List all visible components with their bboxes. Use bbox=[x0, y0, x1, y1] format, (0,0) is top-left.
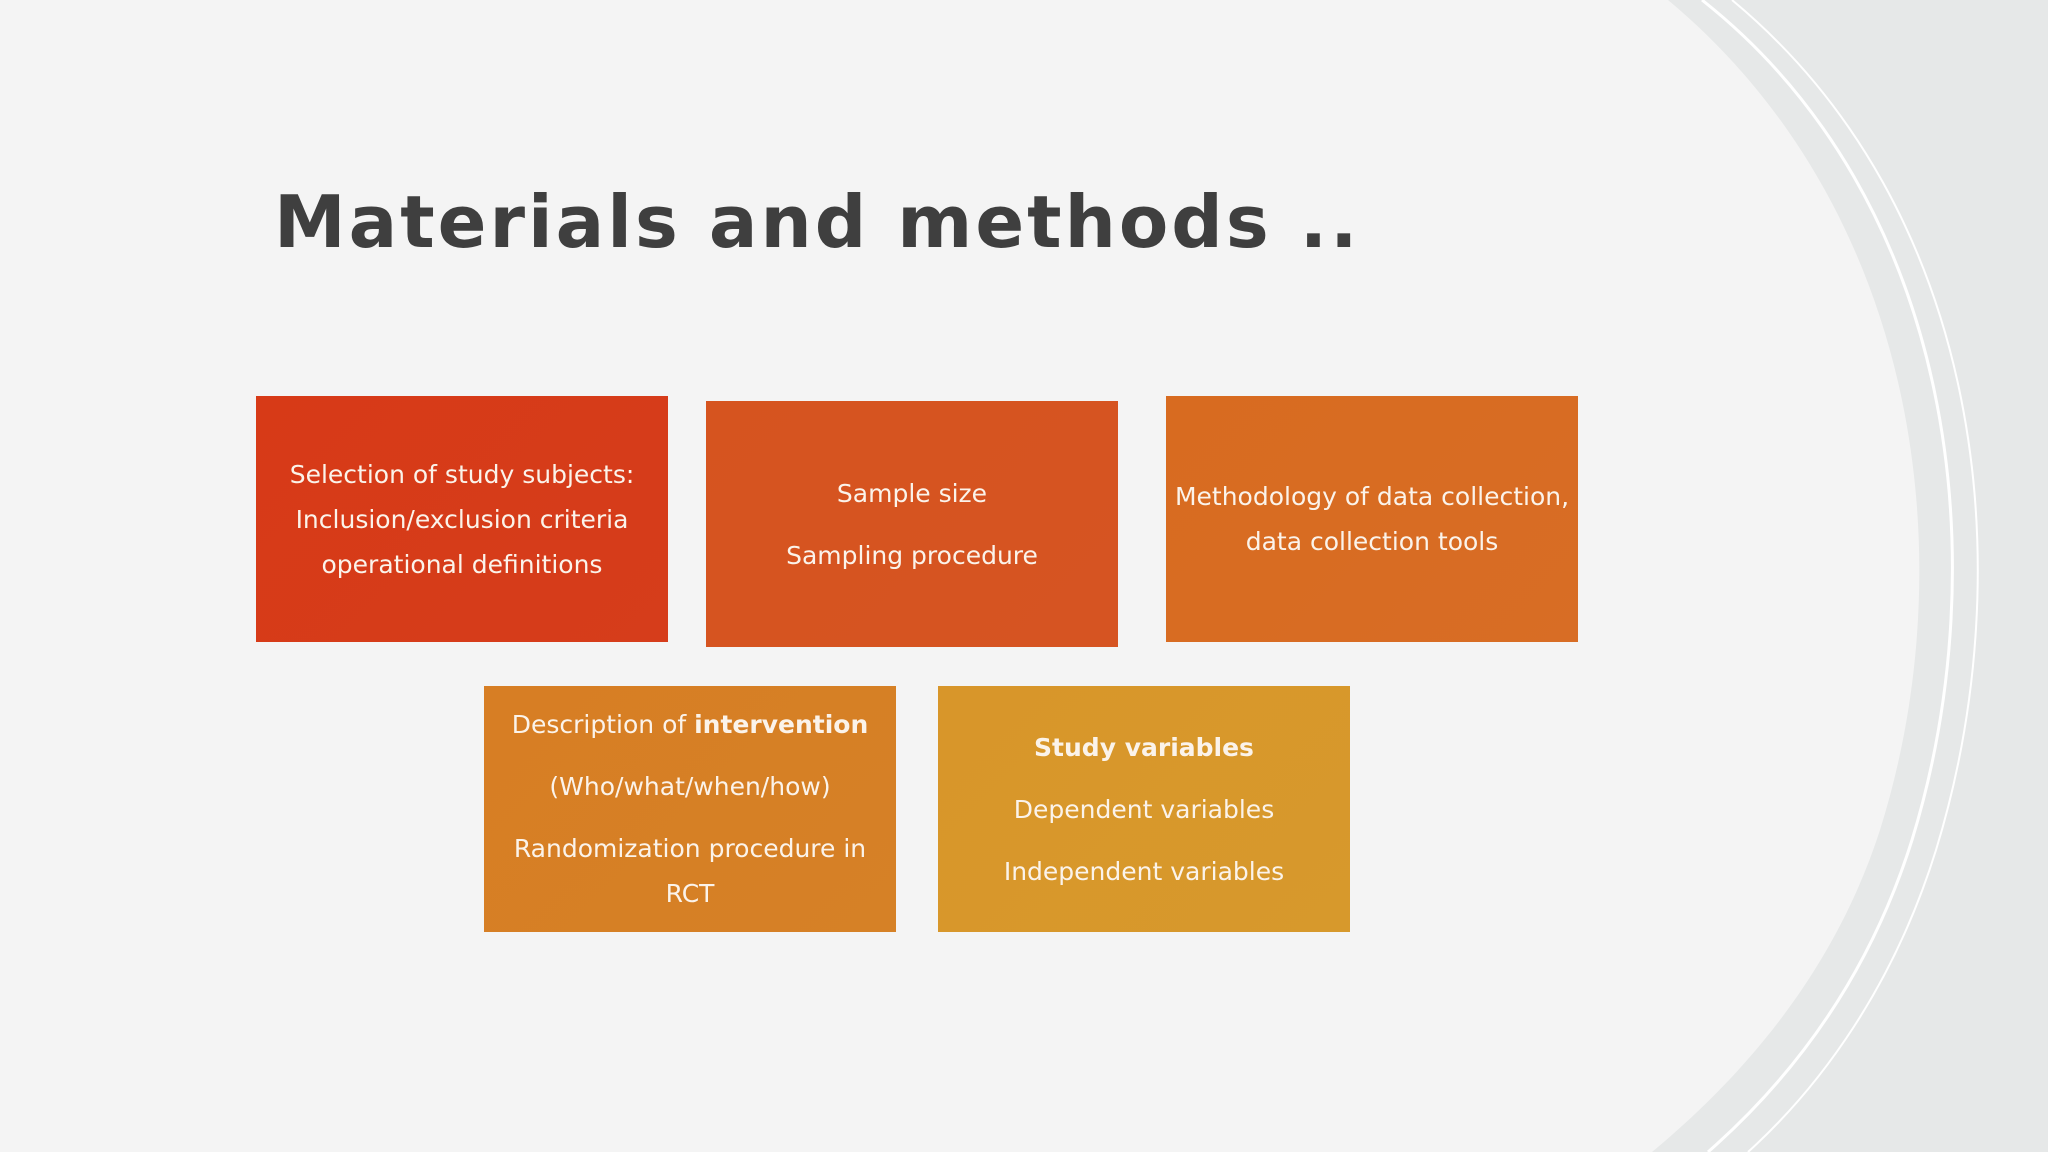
box-text-line: Description of intervention bbox=[512, 702, 869, 747]
box-text: Methodology of data collection, bbox=[1174, 482, 1570, 511]
swoosh-band bbox=[1652, 0, 2048, 1152]
box-study-subjects: Selection of study subjects: Inclusion/e… bbox=[256, 396, 668, 642]
box-data-collection: Methodology of data collection, data col… bbox=[1166, 396, 1578, 642]
box-study-variables: Study variables Dependent variables Inde… bbox=[938, 686, 1350, 932]
box-text: Sample size bbox=[836, 478, 988, 508]
box-sample-size: Sample size Sampling procedure bbox=[706, 401, 1118, 647]
box-text: Dependent variables bbox=[1013, 794, 1275, 824]
box-intervention: Description of intervention (Who/what/wh… bbox=[484, 686, 896, 932]
box-text: Inclusion/exclusion criteria bbox=[295, 504, 629, 534]
box-text: Description of bbox=[511, 710, 695, 739]
swoosh-line-inner bbox=[1731, 0, 1979, 1152]
box-text: Selection of study subjects: bbox=[289, 459, 635, 489]
swoosh-line-outer bbox=[1701, 0, 1954, 1152]
box-text-bold: intervention bbox=[694, 710, 869, 739]
box-text: (Who/what/when/how) bbox=[549, 772, 831, 801]
box-text: Randomization procedure in bbox=[513, 834, 867, 863]
slide-title: Materials and methods .. bbox=[274, 180, 1361, 264]
box-text: operational definitions bbox=[321, 549, 603, 579]
box-text: Sampling procedure bbox=[786, 540, 1038, 570]
box-text: RCT bbox=[665, 879, 715, 908]
box-heading: Study variables bbox=[1034, 732, 1254, 762]
box-text: data collection tools bbox=[1245, 527, 1499, 556]
box-text: Independent variables bbox=[1003, 856, 1285, 886]
